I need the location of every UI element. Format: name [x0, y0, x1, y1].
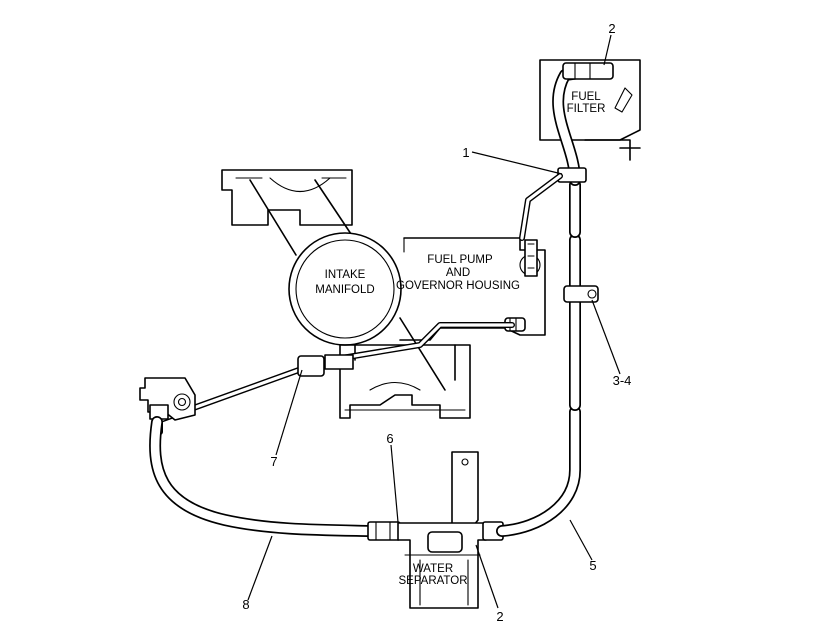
intake-manifold-label-2: MANIFOLD — [315, 284, 374, 296]
fuel-hose-5 — [496, 179, 599, 537]
fuel-pump-label-2: AND — [446, 267, 470, 279]
fuel-pump-label-3: GOVERNOR HOUSING — [396, 280, 520, 292]
water-separator-label-2: SEPARATOR — [398, 575, 467, 587]
callout-leaders — [247, 34, 621, 609]
fuel-filter-label-1: FUEL — [571, 91, 601, 103]
intake-manifold: INTAKE MANIFOLD — [288, 232, 402, 346]
upper-bracket — [221, 169, 356, 256]
callouts: 1 2 3-4 5 6 7 8 2 — [242, 21, 631, 624]
fuel-filter-assembly: FUEL FILTER — [519, 59, 641, 241]
water-separator: WATER SEPARATOR — [397, 451, 504, 609]
intake-manifold-label-1: INTAKE — [325, 269, 366, 281]
callout-8: 8 — [242, 597, 249, 612]
callout-1: 1 — [462, 145, 469, 160]
water-separator-label-1: WATER — [413, 563, 453, 575]
fuel-pump-label-1: FUEL PUMP — [427, 254, 493, 266]
left-fitting — [139, 377, 196, 421]
callout-6: 6 — [386, 431, 393, 446]
fuel-hose-8 — [149, 416, 401, 541]
fuel-filter-label-2: FILTER — [567, 103, 606, 115]
callout-3-4: 3-4 — [613, 373, 632, 388]
callout-2-top: 2 — [608, 21, 615, 36]
callout-2-bottom: 2 — [496, 609, 503, 624]
callout-7: 7 — [270, 454, 277, 469]
callout-5: 5 — [589, 558, 596, 573]
